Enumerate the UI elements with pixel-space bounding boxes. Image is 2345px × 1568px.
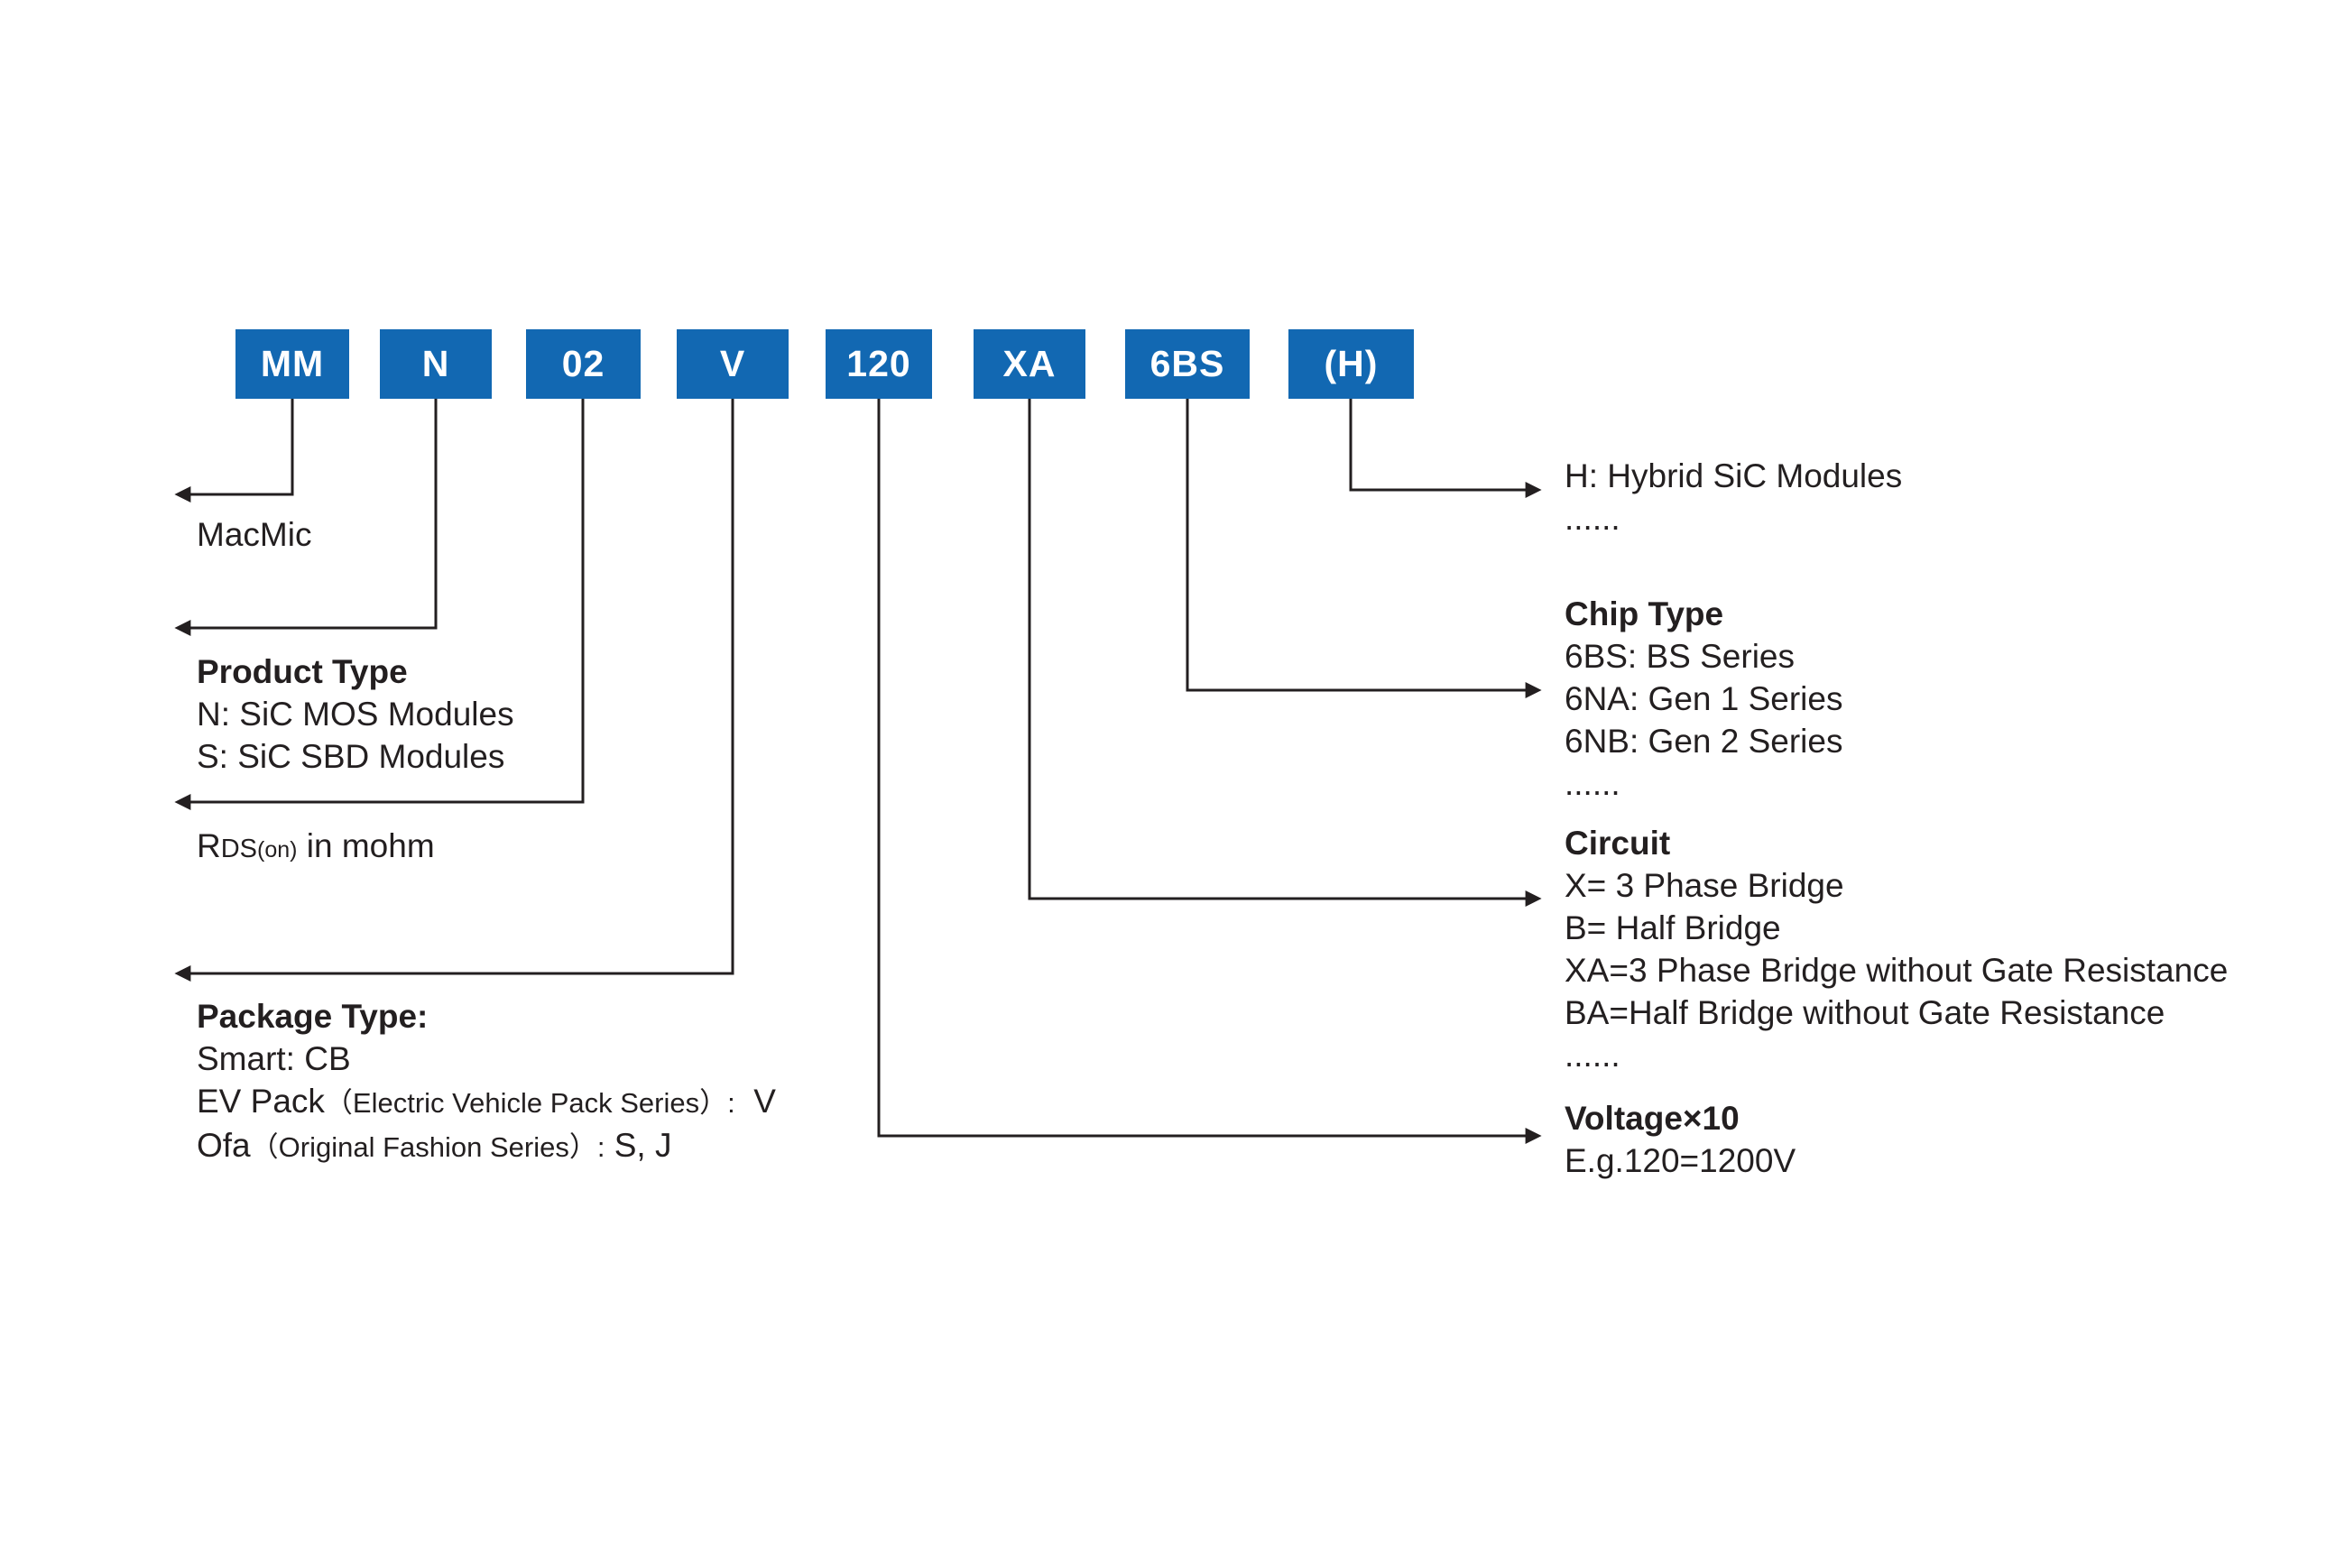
- circuit-ba: BA=Half Bridge without Gate Resistance: [1565, 994, 2165, 1031]
- product-type-option-s: S: SiC SBD Modules: [197, 738, 505, 775]
- rds-label: RDS(on) in mohm: [197, 825, 435, 872]
- segment-box-mm: MM: [235, 329, 349, 399]
- connector-120-arrow: [877, 399, 1542, 1144]
- segment-box-02: 02: [526, 329, 641, 399]
- ev-pack-label: EV Pack: [197, 1083, 325, 1120]
- rds-unit: in mohm: [297, 827, 435, 864]
- connector-6bs-arrow: [1186, 399, 1542, 698]
- connector-h-arrow: [1349, 399, 1542, 498]
- segment-box-xa: XA: [974, 329, 1085, 399]
- segment-box-6bs: 6BS: [1125, 329, 1250, 399]
- connector-mm-arrow: [174, 399, 294, 503]
- connector-v-arrow: [174, 399, 734, 982]
- callout-hybrid: H: Hybrid SiC Modules ......: [1565, 455, 1902, 540]
- callout-rds: RDS(on) in mohm: [197, 825, 435, 872]
- segment-box-v: V: [677, 329, 789, 399]
- product-type-title: Product Type: [197, 653, 408, 690]
- package-type-ofa: Ofa（Original Fashion Series）: S, J: [197, 1124, 776, 1168]
- callout-chip-type: Chip Type 6BS: BS Series 6NA: Gen 1 Seri…: [1565, 593, 1842, 805]
- callout-voltage: Voltage×10 E.g.120=1200V: [1565, 1097, 1796, 1182]
- segment-box-h: (H): [1288, 329, 1414, 399]
- voltage-title: Voltage×10: [1565, 1100, 1740, 1137]
- hybrid-ellipsis: ......: [1565, 500, 1620, 537]
- rds-symbol-r: R: [197, 827, 221, 864]
- segment-box-120: 120: [826, 329, 932, 399]
- callout-package-type: Package Type: Smart: CB EV Pack（Electric…: [197, 995, 776, 1168]
- ofa-code: S, J: [605, 1127, 672, 1164]
- product-type-option-n: N: SiC MOS Modules: [197, 696, 514, 733]
- chip-type-6nb: 6NB: Gen 2 Series: [1565, 723, 1843, 760]
- circuit-xa: XA=3 Phase Bridge without Gate Resistanc…: [1565, 952, 2229, 989]
- ev-pack-code: V: [734, 1083, 776, 1120]
- callout-product-type: Product Type N: SiC MOS Modules S: SiC S…: [197, 650, 514, 778]
- ofa-label: Ofa: [197, 1127, 251, 1164]
- ev-pack-paren: （Electric Vehicle Pack Series）:: [324, 1087, 735, 1119]
- chip-type-title: Chip Type: [1565, 595, 1724, 632]
- circuit-x: X= 3 Phase Bridge: [1565, 867, 1844, 904]
- circuit-b: B= Half Bridge: [1565, 909, 1781, 946]
- voltage-example: E.g.120=1200V: [1565, 1142, 1796, 1179]
- connector-n-arrow: [174, 399, 438, 636]
- package-type-ev: EV Pack（Electric Vehicle Pack Series）: V: [197, 1080, 776, 1124]
- circuit-ellipsis: ......: [1565, 1037, 1620, 1074]
- connector-xa-arrow: [1028, 399, 1542, 907]
- rds-symbol-on: (on): [257, 837, 298, 862]
- hybrid-label: H: Hybrid SiC Modules: [1565, 457, 1903, 494]
- chip-type-ellipsis: ......: [1565, 765, 1620, 802]
- chip-type-6na: 6NA: Gen 1 Series: [1565, 680, 1843, 717]
- circuit-title: Circuit: [1565, 825, 1671, 862]
- chip-type-6bs: 6BS: BS Series: [1565, 638, 1796, 675]
- callout-macmic: MacMic: [197, 513, 311, 556]
- segment-box-n: N: [380, 329, 492, 399]
- callout-circuit: Circuit X= 3 Phase Bridge B= Half Bridge…: [1565, 822, 2228, 1076]
- package-type-smart: Smart: CB: [197, 1040, 351, 1077]
- package-type-title: Package Type:: [197, 998, 429, 1035]
- rds-symbol-ds: DS: [220, 835, 258, 863]
- macmic-label: MacMic: [197, 516, 312, 553]
- ofa-paren: （Original Fashion Series）:: [250, 1131, 605, 1163]
- connector-02-arrow: [174, 399, 585, 810]
